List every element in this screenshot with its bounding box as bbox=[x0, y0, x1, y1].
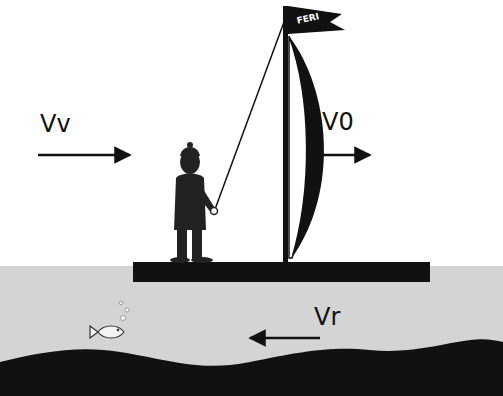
water bbox=[0, 266, 503, 396]
rope bbox=[214, 22, 284, 212]
sail bbox=[289, 36, 307, 258]
seabed bbox=[0, 339, 503, 396]
velocity-label: V0 bbox=[322, 110, 354, 134]
current-arrow bbox=[250, 337, 320, 340]
velocity-label: Vv bbox=[40, 112, 71, 136]
fish bbox=[90, 301, 129, 338]
boat-arrow bbox=[318, 154, 370, 157]
flag bbox=[288, 6, 345, 34]
wind-arrow bbox=[38, 154, 130, 157]
raft bbox=[133, 262, 430, 282]
man bbox=[170, 142, 216, 263]
velocity-label: Vr bbox=[314, 305, 340, 329]
hand bbox=[211, 208, 218, 215]
sail-edge bbox=[289, 36, 324, 258]
mast bbox=[283, 6, 288, 264]
